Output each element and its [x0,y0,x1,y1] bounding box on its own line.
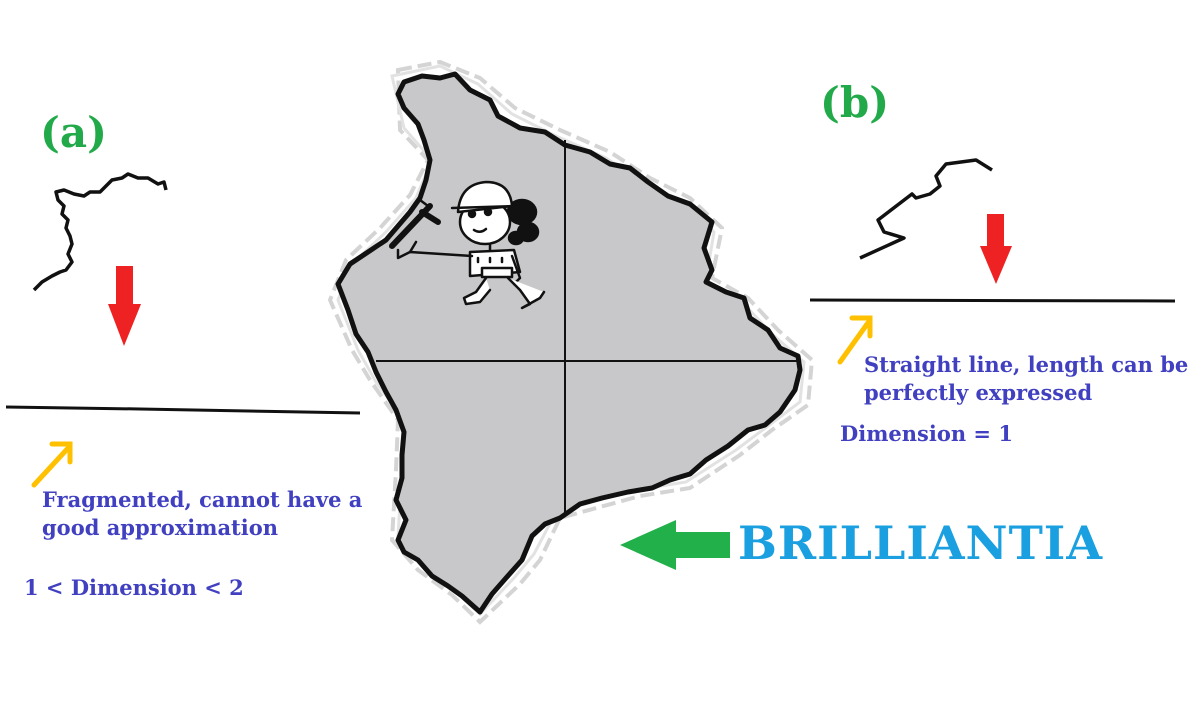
green-pointer-arrow [620,520,730,570]
result-line-a [5,405,361,415]
zigzag-curve [859,158,993,260]
description-a: Fragmented, cannot have a good approxima… [42,487,363,540]
explorer-helmet [456,180,514,214]
fractal-curve [32,172,168,292]
result-line-b [809,298,1176,303]
down-arrow-b [980,214,1012,284]
island-shape [335,71,803,615]
explorer-legs [462,276,492,306]
dimension-b: Dimension = 1 [840,421,1013,446]
pointer-arrow-a [31,441,73,488]
dimension-a: 1 < Dimension < 2 [24,575,244,600]
explorer-pickaxe [389,203,441,249]
description-b: Straight line, length can be perfectly e… [864,352,1189,405]
panel-label-b: (b) [820,78,890,127]
explorer-character [389,180,546,310]
explorer-hair [506,198,540,246]
down-arrow-a [108,266,141,346]
panel-label-a: (a) [40,108,107,157]
island-name: BRILLIANTIA [738,516,1104,570]
pointer-arrow-b [837,315,873,365]
